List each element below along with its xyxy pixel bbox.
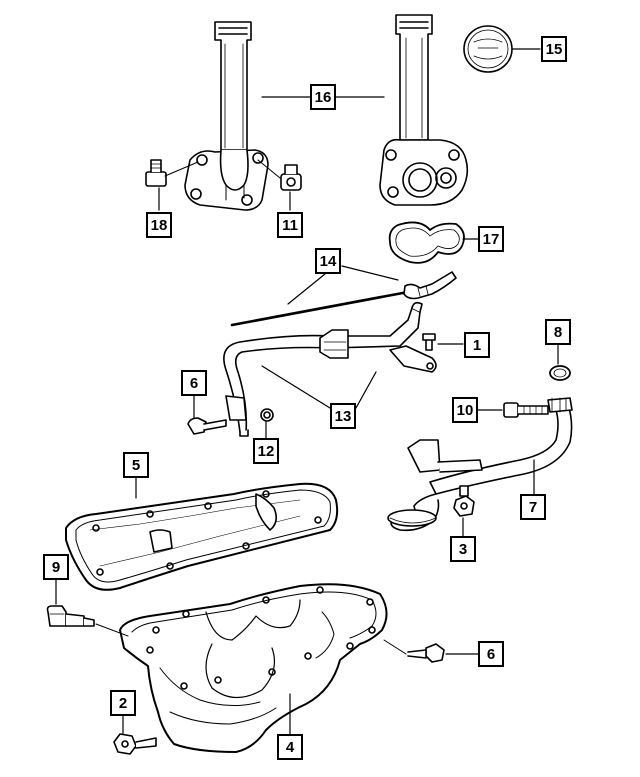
- callout-5: 5: [123, 452, 149, 478]
- callout-4: 4: [277, 734, 303, 760]
- bolt-18: [145, 159, 167, 187]
- callout-11: 11: [277, 212, 303, 238]
- bolt-6-upper: [187, 417, 227, 435]
- drain-plug-2: [113, 733, 157, 755]
- oil-level-sensor-9: [46, 605, 95, 627]
- bolt-11: [280, 164, 302, 191]
- callout-18: 18: [146, 212, 172, 238]
- oil-pan-gasket-5: [65, 482, 339, 591]
- oil-cap-15: [463, 25, 513, 73]
- callout-3: 3: [450, 536, 476, 562]
- callout-12: 12: [253, 438, 279, 464]
- oil-pickup-tube-7: [387, 397, 573, 532]
- callout-9: 9: [43, 554, 69, 580]
- callout-6-upper: 6: [181, 370, 207, 396]
- o-ring-8: [549, 365, 571, 381]
- oil-fill-tube-left: [184, 21, 269, 211]
- oil-fill-tube-right: [379, 14, 469, 206]
- nut-3: [453, 485, 475, 517]
- callout-6-lower: 6: [478, 641, 504, 667]
- dipstick-14: [230, 271, 457, 327]
- callout-16: 16: [310, 84, 336, 110]
- callout-7: 7: [520, 494, 546, 520]
- bolt-1: [422, 333, 436, 351]
- callout-8: 8: [545, 319, 571, 345]
- oil-pan-4: [119, 583, 388, 753]
- gasket-17: [388, 221, 465, 264]
- callout-1: 1: [464, 332, 490, 358]
- bolt-6-lower: [407, 643, 445, 663]
- callout-13: 13: [330, 403, 356, 429]
- callout-14: 14: [315, 248, 341, 274]
- callout-2: 2: [110, 690, 136, 716]
- washer-12: [260, 408, 274, 422]
- callout-10: 10: [452, 397, 478, 423]
- dipstick-tube-13: [223, 301, 437, 437]
- callout-15: 15: [541, 36, 567, 62]
- callout-17: 17: [478, 226, 504, 252]
- bolt-10: [503, 402, 549, 418]
